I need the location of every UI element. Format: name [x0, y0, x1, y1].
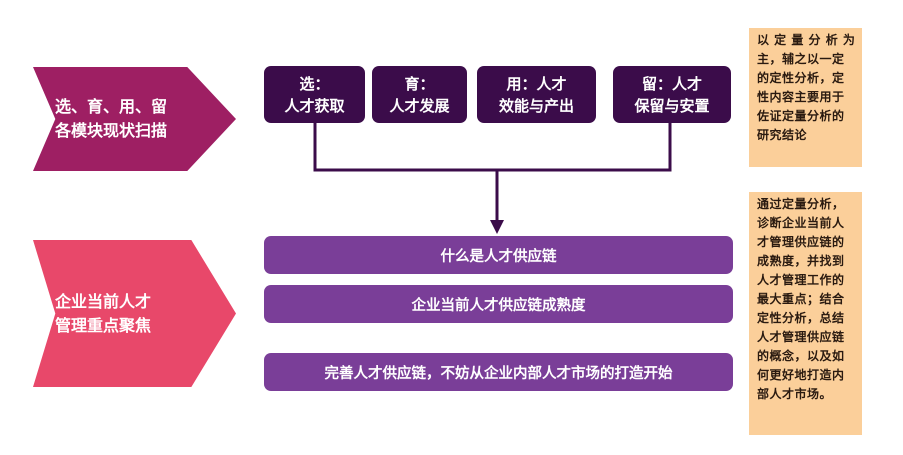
stage-label-line: 企业当前人才 [55, 291, 152, 311]
stage-chevron-scan: 选、育、用、留 各模块现状扫描 [33, 67, 236, 171]
note-line: 成熟度，并找到 [757, 254, 845, 268]
focus-bar-internal-market: 完善人才供应链，不妨从企业内部人才市场的打造开始 [264, 353, 733, 391]
stage-chevron-focus: 企业当前人才 管理重点聚焦 [33, 240, 236, 387]
focus-bar-maturity: 企业当前人才供应链成熟度 [264, 285, 733, 323]
module-subtitle: 人才发展 [389, 96, 450, 115]
note-line: 人才管理工作的 [757, 273, 845, 287]
note-line: 主，辅之以一定 [757, 52, 845, 66]
note-line: 的概念，以及如 [757, 349, 845, 363]
module-title: 留：人才 [641, 74, 702, 93]
focus-bar-definition: 什么是人才供应链 [264, 236, 733, 274]
note-box-diagnosis: 通过定量分析， 诊断企业当前人 才管理供应链的 成熟度，并找到 人才管理工作的 … [749, 192, 862, 435]
connector-bracket [313, 123, 672, 172]
note-line: 以 定 量 分 析 为 [757, 33, 856, 47]
note-line: 何更好地打造内 [757, 368, 845, 382]
note-line: 定性分析，总结 [757, 311, 845, 325]
module-title: 育： [404, 74, 435, 93]
module-tile-use: 用：人才 效能与产出 [477, 66, 596, 123]
note-line: 佐证定量分析的 [757, 109, 845, 123]
note-line: 才管理供应链的 [757, 235, 845, 249]
note-line: 通过定量分析， [757, 197, 845, 211]
module-title: 选： [299, 74, 330, 93]
module-subtitle: 保留与安置 [634, 96, 710, 115]
note-line: 人才管理供应链 [757, 330, 845, 344]
stage-label-line: 各模块现状扫描 [55, 121, 168, 140]
note-line: 最大重点；结合 [757, 292, 845, 306]
module-subtitle: 人才获取 [284, 96, 345, 115]
module-tile-select: 选： 人才获取 [264, 66, 365, 123]
module-tile-develop: 育： 人才发展 [372, 66, 467, 123]
note-line: 的定性分析，定 [757, 71, 845, 85]
stage-label-line: 管理重点聚焦 [55, 315, 152, 335]
module-title: 用：人才 [506, 74, 567, 93]
module-tile-retain: 留：人才 保留与安置 [613, 66, 731, 123]
note-box-method: 以 定 量 分 析 为 主，辅之以一定 的定性分析，定 性内容主要用于 佐证定量… [749, 28, 862, 167]
note-line: 研究结论 [757, 128, 808, 142]
note-line: 诊断企业当前人 [757, 216, 845, 230]
note-line: 性内容主要用于 [757, 90, 845, 104]
module-subtitle: 效能与产出 [498, 96, 574, 115]
arrow-down-icon [490, 220, 504, 234]
stage-label-line: 选、育、用、留 [55, 97, 168, 116]
note-line: 部人才市场。 [757, 387, 833, 401]
